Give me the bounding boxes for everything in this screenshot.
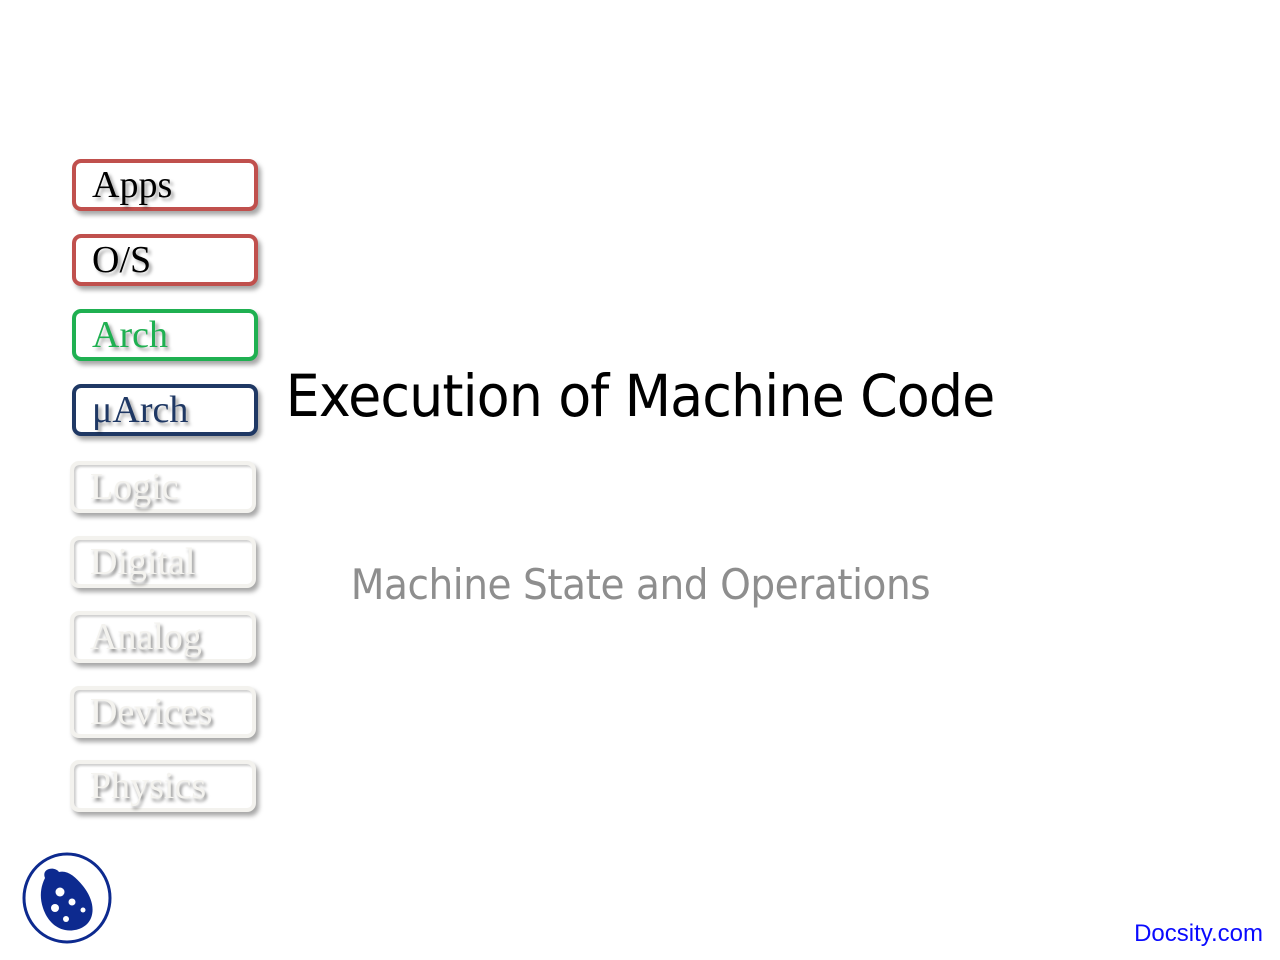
layer-analog: Analog [70,611,256,663]
university-seal-icon [21,852,113,944]
slide-subtitle-text: Machine State and Operations [350,560,930,609]
layer-label: Apps [92,164,173,206]
layer-label: Devices [90,691,213,733]
layer-arch: Arch [72,309,258,361]
layer-label: Analog [90,616,202,658]
layer-apps: Apps [72,159,258,211]
abstraction-stack: Apps O/S Arch μArch Logic Digital Analog… [0,0,300,960]
slide-subtitle: Machine State and Operations [0,560,1280,609]
layer-digital: Digital [70,536,256,588]
layer-label: Logic [90,466,179,508]
layer-uarch: μArch [72,384,258,436]
docsity-watermark-link[interactable]: Docsity.com [1134,920,1263,947]
slide-title: Execution of Machine Code [0,362,1280,430]
layer-label: Physics [90,765,207,807]
layer-label: μArch [92,389,189,431]
layer-devices: Devices [70,686,256,738]
layer-physics: Physics [70,760,256,812]
layer-logic: Logic [70,461,256,513]
slide-title-text: Execution of Machine Code [285,362,996,430]
layer-os: O/S [72,234,258,286]
layer-label: Arch [92,314,168,356]
layer-label: O/S [92,239,152,281]
layer-label: Digital [90,541,196,583]
